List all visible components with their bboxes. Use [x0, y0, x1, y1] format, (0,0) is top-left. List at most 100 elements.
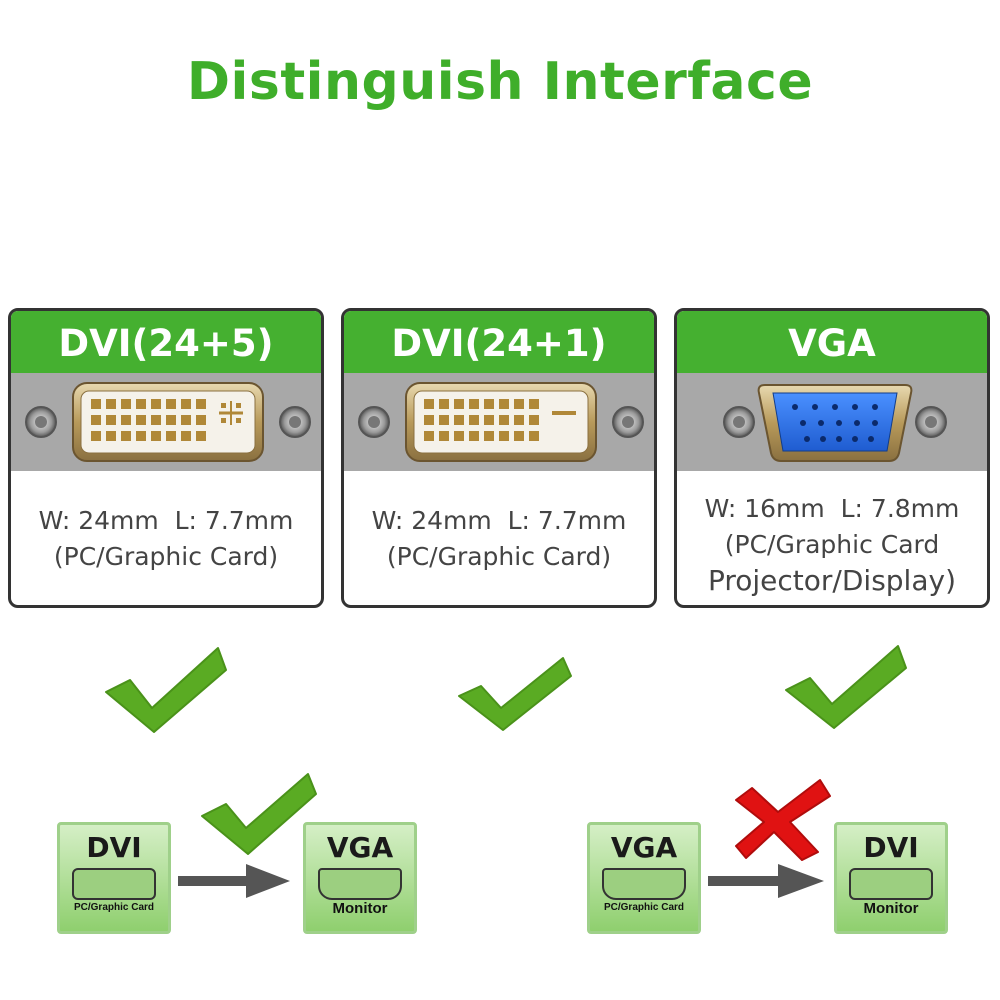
dvi-pin	[106, 415, 116, 425]
dvi-pin	[454, 431, 464, 441]
vga-pin	[792, 404, 798, 410]
dvi-pin	[439, 415, 449, 425]
dvi-pin	[91, 431, 101, 441]
dvi-pin	[151, 431, 161, 441]
box-sublabel: PC/Graphic Card	[73, 902, 155, 913]
dvi-port-icon	[849, 868, 933, 900]
vga-pin	[836, 436, 842, 442]
dvi-pin	[151, 399, 161, 409]
card-use: (PC/Graphic Card)	[386, 542, 612, 571]
check-icon	[201, 773, 317, 855]
card-description: W: 24mm L: 7.7mm (PC/Graphic Card)	[344, 471, 654, 575]
dvi-pin	[121, 399, 131, 409]
vga-source-box: VGA PC/Graphic Card	[587, 822, 701, 934]
dvi-pin	[151, 415, 161, 425]
card-dvi-24-5: DVI(24+5) W: 24mm L: 7.7mm	[8, 308, 324, 608]
connector-strip	[344, 373, 654, 471]
card-description: W: 24mm L: 7.7mm (PC/Graphic Card)	[11, 471, 321, 575]
dvi-pin	[196, 399, 206, 409]
dvi-monitor-box: DVI Monitor	[834, 822, 948, 934]
box-label: DVI	[86, 831, 142, 864]
vga-pin	[852, 404, 858, 410]
box-label: DVI	[863, 831, 919, 864]
dvi-pin	[469, 431, 479, 441]
dvi-pin	[424, 415, 434, 425]
dvi-pin	[424, 431, 434, 441]
vga-pin	[854, 420, 860, 426]
card-dvi-24-1: DVI(24+1) W: 24mm L: 7.7mm (PC/Graphic C…	[341, 308, 657, 608]
dvi-pin	[166, 399, 176, 409]
dvi-pin	[514, 399, 524, 409]
vga-pin	[804, 436, 810, 442]
box-label: VGA	[326, 831, 394, 864]
card-vga: VGA W: 16mm L: 7.8mm (PC/Graphic Card Pr…	[674, 308, 990, 608]
dvi-pin	[91, 399, 101, 409]
dvi-pin	[196, 415, 206, 425]
dvi-pin	[454, 415, 464, 425]
dvi-pin	[484, 431, 494, 441]
card-title: VGA	[677, 311, 987, 373]
dvi-pin	[439, 431, 449, 441]
dvi-pin	[136, 399, 146, 409]
dvi-pin	[529, 431, 539, 441]
vga-pin	[800, 420, 806, 426]
dvi-pin	[514, 431, 524, 441]
vga-pin	[852, 436, 858, 442]
dvi-pin	[106, 431, 116, 441]
dvi-port-icon	[72, 868, 156, 900]
dvi-24-1-connector-icon	[358, 382, 644, 462]
vga-pin	[818, 420, 824, 426]
dvi-pin	[469, 415, 479, 425]
box-sublabel: Monitor	[332, 900, 388, 917]
dvi-pin	[454, 399, 464, 409]
dvi-pin	[484, 415, 494, 425]
dvi-24-5-connector-icon	[25, 382, 311, 462]
dvi-source-box: DVI PC/Graphic Card	[57, 822, 171, 934]
dvi-pin	[121, 431, 131, 441]
card-use-2: Projector/Display)	[707, 564, 956, 597]
card-size: W: 16mm L: 7.8mm	[704, 494, 960, 523]
vga-pin	[812, 404, 818, 410]
box-label: VGA	[610, 831, 678, 864]
card-size: W: 24mm L: 7.7mm	[38, 506, 294, 535]
card-use: (PC/Graphic Card	[724, 530, 940, 559]
dvi-pin	[499, 415, 509, 425]
dvi-pin	[106, 399, 116, 409]
dvi-pin	[136, 415, 146, 425]
connector-strip	[677, 373, 987, 471]
dvi-pin	[514, 415, 524, 425]
card-description: W: 16mm L: 7.8mm (PC/Graphic Card Projec…	[677, 471, 987, 599]
card-size: W: 24mm L: 7.7mm	[371, 506, 627, 535]
connector-strip	[11, 373, 321, 471]
dvi-pin	[181, 431, 191, 441]
dvi-pin	[91, 415, 101, 425]
dvi-pin	[529, 415, 539, 425]
dvi-pin	[136, 431, 146, 441]
dvi-pin	[166, 431, 176, 441]
box-sublabel: PC/Graphic Card	[603, 902, 685, 913]
dvi-pin	[484, 399, 494, 409]
vga-connector-icon	[723, 384, 947, 462]
dvi-pin	[424, 399, 434, 409]
vga-pin	[836, 420, 842, 426]
vga-pin	[872, 404, 878, 410]
dvi-pin	[499, 399, 509, 409]
check-icon	[105, 647, 227, 733]
card-use: (PC/Graphic Card)	[53, 542, 279, 571]
dvi-pin	[121, 415, 131, 425]
dvi-pin	[181, 399, 191, 409]
vga-pin	[820, 436, 826, 442]
dvi-pin	[469, 399, 479, 409]
vga-pin	[868, 436, 874, 442]
vga-pin	[872, 420, 878, 426]
box-sublabel: Monitor	[863, 900, 919, 917]
check-icon	[785, 645, 907, 729]
dvi-pin	[499, 431, 509, 441]
dvi-pin	[196, 431, 206, 441]
card-title: DVI(24+1)	[344, 311, 654, 373]
cross-icon	[735, 779, 831, 861]
vga-port-icon	[318, 868, 402, 900]
dvi-pin	[439, 399, 449, 409]
dvi-pin	[166, 415, 176, 425]
dvi-pin	[529, 399, 539, 409]
